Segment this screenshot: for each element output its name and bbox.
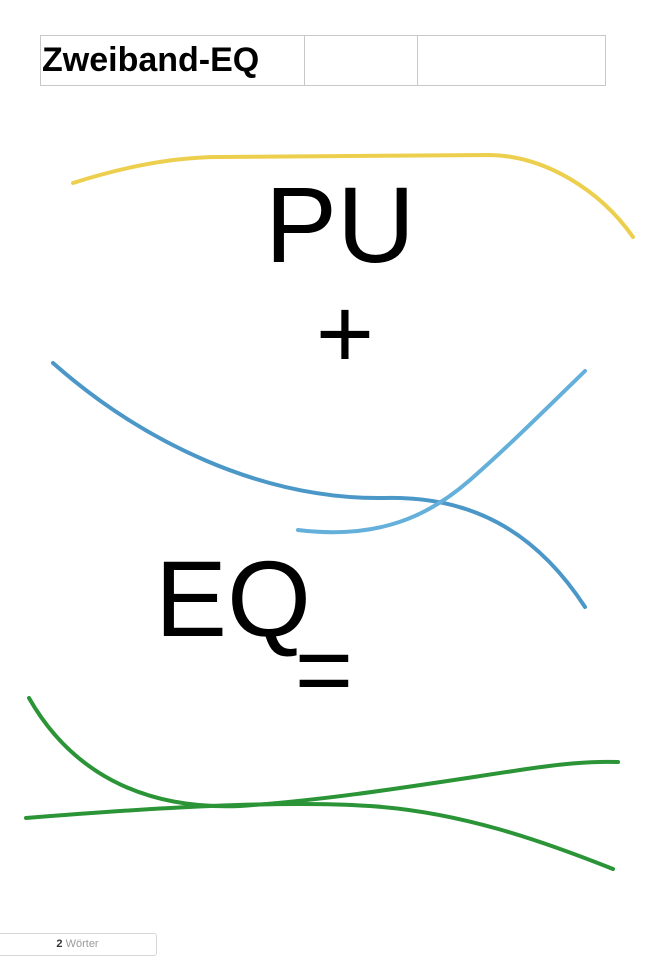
empty-table-cell[interactable] — [304, 35, 418, 86]
word-count-indicator[interactable]: 2 Wörter — [0, 933, 157, 956]
word-count-label: Wörter — [65, 938, 99, 950]
yellow-curve — [71, 152, 635, 239]
word-count-number: 2 — [56, 938, 63, 950]
green-curve-combined-a — [27, 696, 620, 809]
plus-sign: + — [316, 278, 374, 390]
green-curve-combined-b — [24, 801, 615, 871]
document-title: Zweiband-EQ — [42, 41, 260, 79]
title-table[interactable]: Zweiband-EQ — [40, 35, 606, 86]
equals-sign: = — [295, 614, 353, 726]
eq-label: EQ — [155, 538, 311, 659]
title-cell[interactable]: Zweiband-EQ — [40, 35, 305, 86]
blue-curve-highshelf — [296, 369, 587, 535]
pu-label: PU — [265, 164, 415, 285]
blue-curve-lowshelf — [51, 361, 587, 609]
empty-table-cell[interactable] — [417, 35, 606, 86]
